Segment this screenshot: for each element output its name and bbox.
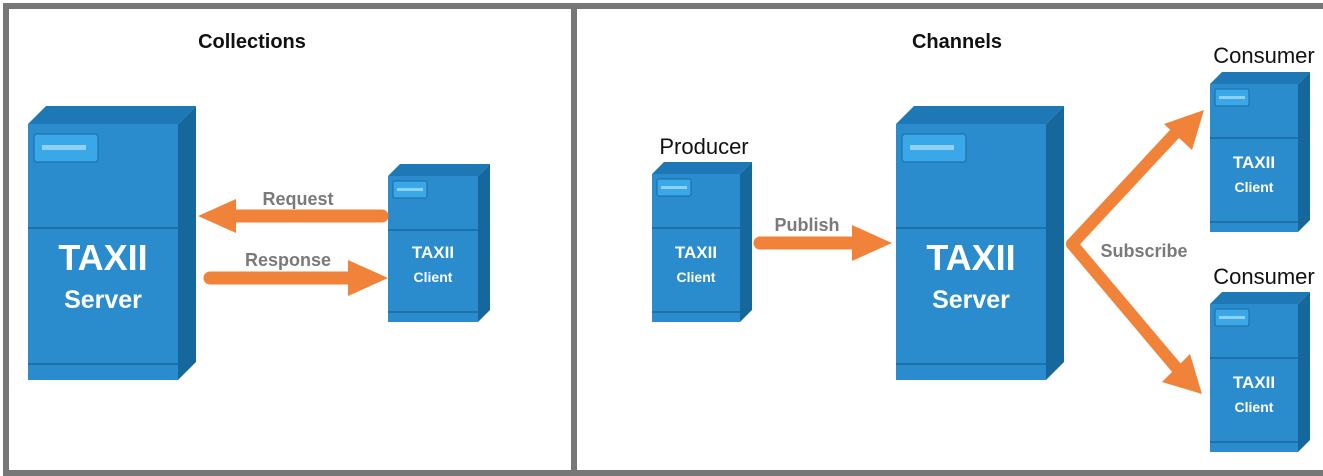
- server-front-face: [28, 124, 178, 380]
- server-panel-slot: [910, 145, 954, 150]
- publish-arrow: [753, 225, 892, 261]
- collections-server: TAXII Server: [28, 106, 196, 380]
- client-label-taxii: TAXII: [675, 243, 717, 262]
- client-label-taxii: TAXII: [1233, 373, 1275, 392]
- client-label-client: Client: [414, 269, 453, 285]
- response-arrow-head: [348, 260, 388, 296]
- subscribe-arrow-down-shaft: [1066, 238, 1186, 378]
- collections-client: TAXII Client: [388, 164, 490, 322]
- client-side-face: [1298, 292, 1310, 452]
- server-side-face: [1046, 106, 1064, 380]
- server-front-face: [896, 124, 1046, 380]
- collections-title: Collections: [198, 31, 306, 53]
- subscribe-arrow-down-head: [1162, 354, 1202, 394]
- subscribe-arrow-up-shaft: [1066, 122, 1186, 250]
- producer-label: Producer: [659, 134, 748, 159]
- consumer-client-top: TAXII Client: [1210, 72, 1310, 232]
- request-arrow-head: [198, 199, 236, 233]
- response-arrow: [203, 260, 388, 296]
- client-top-face: [388, 164, 490, 176]
- server-label-taxii: TAXII: [58, 237, 147, 278]
- client-front-face: [1210, 84, 1298, 232]
- server-label-server: Server: [932, 286, 1010, 314]
- subscribe-arrows: [1066, 110, 1204, 394]
- server-panel-slot: [42, 145, 86, 150]
- client-front-face: [388, 176, 478, 322]
- client-panel-slot: [1219, 96, 1245, 99]
- client-side-face: [740, 162, 752, 322]
- request-label: Request: [262, 189, 333, 209]
- client-top-face: [1210, 292, 1310, 304]
- publish-arrow-head: [852, 225, 892, 261]
- server-top-face: [896, 106, 1064, 124]
- channels-server: TAXII Server: [896, 106, 1064, 380]
- client-label-taxii: TAXII: [412, 243, 454, 262]
- client-panel-slot: [661, 186, 687, 189]
- producer-client: TAXII Client: [652, 162, 752, 322]
- consumer-label-bottom: Consumer: [1213, 264, 1314, 289]
- client-panel-slot: [397, 188, 423, 191]
- server-top-face: [28, 106, 196, 124]
- client-label-client: Client: [1235, 179, 1274, 195]
- client-top-face: [652, 162, 752, 174]
- server-label-taxii: TAXII: [926, 237, 1015, 278]
- consumer-client-bottom: TAXII Client: [1210, 292, 1310, 452]
- request-arrow: [198, 199, 389, 233]
- client-label-taxii: TAXII: [1233, 153, 1275, 172]
- client-side-face: [478, 164, 490, 322]
- response-label: Response: [245, 250, 331, 270]
- consumer-label-top: Consumer: [1213, 43, 1314, 68]
- client-label-client: Client: [1235, 399, 1274, 415]
- client-panel-slot: [1219, 316, 1245, 319]
- subscribe-label: Subscribe: [1100, 241, 1187, 261]
- publish-label: Publish: [774, 215, 839, 235]
- client-front-face: [652, 174, 740, 322]
- client-side-face: [1298, 72, 1310, 232]
- subscribe-arrow-up-head: [1164, 110, 1204, 150]
- client-label-client: Client: [677, 269, 716, 285]
- channels-title: Channels: [912, 31, 1002, 53]
- client-front-face: [1210, 304, 1298, 452]
- client-top-face: [1210, 72, 1310, 84]
- server-label-server: Server: [64, 286, 142, 314]
- server-side-face: [178, 106, 196, 380]
